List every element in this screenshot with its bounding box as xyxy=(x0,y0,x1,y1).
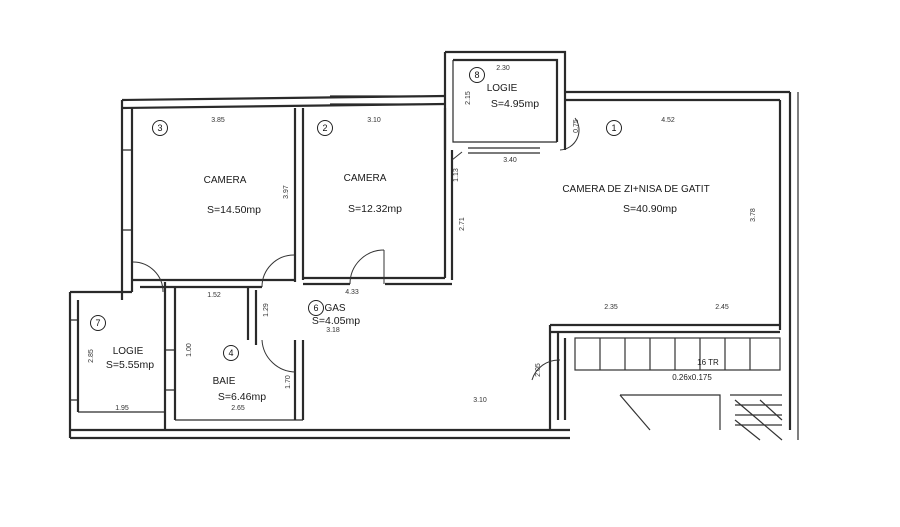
room-8-name: LOGIE xyxy=(487,83,518,94)
dim-label: 3.85 xyxy=(211,117,225,124)
room-1-area: S=40.90mp xyxy=(623,203,677,215)
dim-label: 3.78 xyxy=(750,208,757,222)
dim-label: 2.35 xyxy=(604,304,618,311)
dim-label: 2.05 xyxy=(535,363,542,377)
room-2-number: 2 xyxy=(322,123,327,133)
dim-label: 2.30 xyxy=(496,65,510,72)
room-3-name: CAMERA xyxy=(204,175,247,186)
door-swings xyxy=(132,117,580,381)
room-8-number: 8 xyxy=(474,70,479,80)
room-1-name: CAMERA DE ZI+NISA DE GATIT xyxy=(562,184,709,195)
dim-label: 1.70 xyxy=(285,375,292,389)
dim-label: 3.10 xyxy=(473,397,487,404)
dim-label: 2.15 xyxy=(465,91,472,105)
dim-label: 4.52 xyxy=(661,117,675,124)
room-3-number: 3 xyxy=(157,123,162,133)
dim-label: 3.97 xyxy=(283,185,290,199)
room-4-name: BAIE xyxy=(213,376,236,387)
dim-label: 3.10 xyxy=(367,117,381,124)
dim-label: 3.18 xyxy=(326,327,340,334)
dim-label: 1.00 xyxy=(186,343,193,357)
room-7-area: S=5.55mp xyxy=(106,359,154,371)
dim-label: 2.85 xyxy=(88,349,95,363)
dim-label: 1.29 xyxy=(263,303,270,317)
dim-label: 2.45 xyxy=(715,304,729,311)
dim-label: 2.71 xyxy=(459,217,466,231)
dim-label: 0.75 xyxy=(573,119,580,133)
stairs-steps-label: 16 TR xyxy=(697,358,719,367)
room-4-number: 4 xyxy=(228,348,233,358)
dim-label: 1.95 xyxy=(115,405,129,412)
room-2-name: CAMERA xyxy=(344,173,387,184)
inner-walls xyxy=(132,108,780,430)
room-2-area: S=12.32mp xyxy=(348,203,402,215)
outer-walls xyxy=(68,50,799,440)
room-8-area: S=4.95mp xyxy=(491,98,539,110)
window-marks xyxy=(70,91,720,401)
room-6-name: GAS xyxy=(324,303,345,314)
staircase xyxy=(574,337,783,441)
room-6-area: S=4.05mp xyxy=(312,315,360,327)
room-4-area: S=6.46mp xyxy=(218,391,266,403)
room-7-name: LOGIE xyxy=(113,346,144,357)
room-number-markers xyxy=(90,67,622,361)
dim-label: 4.33 xyxy=(345,289,359,296)
dim-label: 1.13 xyxy=(453,168,460,182)
room-7-number: 7 xyxy=(95,318,100,328)
room-3-area: S=14.50mp xyxy=(207,204,261,216)
room-1-number: 1 xyxy=(611,123,616,133)
stairs-size-label: 0.26x0.175 xyxy=(672,373,712,382)
dim-label: 1.52 xyxy=(207,292,221,299)
room-6-number: 6 xyxy=(313,303,318,313)
dim-label: 2.65 xyxy=(231,405,245,412)
dim-label: 3.40 xyxy=(503,157,517,164)
